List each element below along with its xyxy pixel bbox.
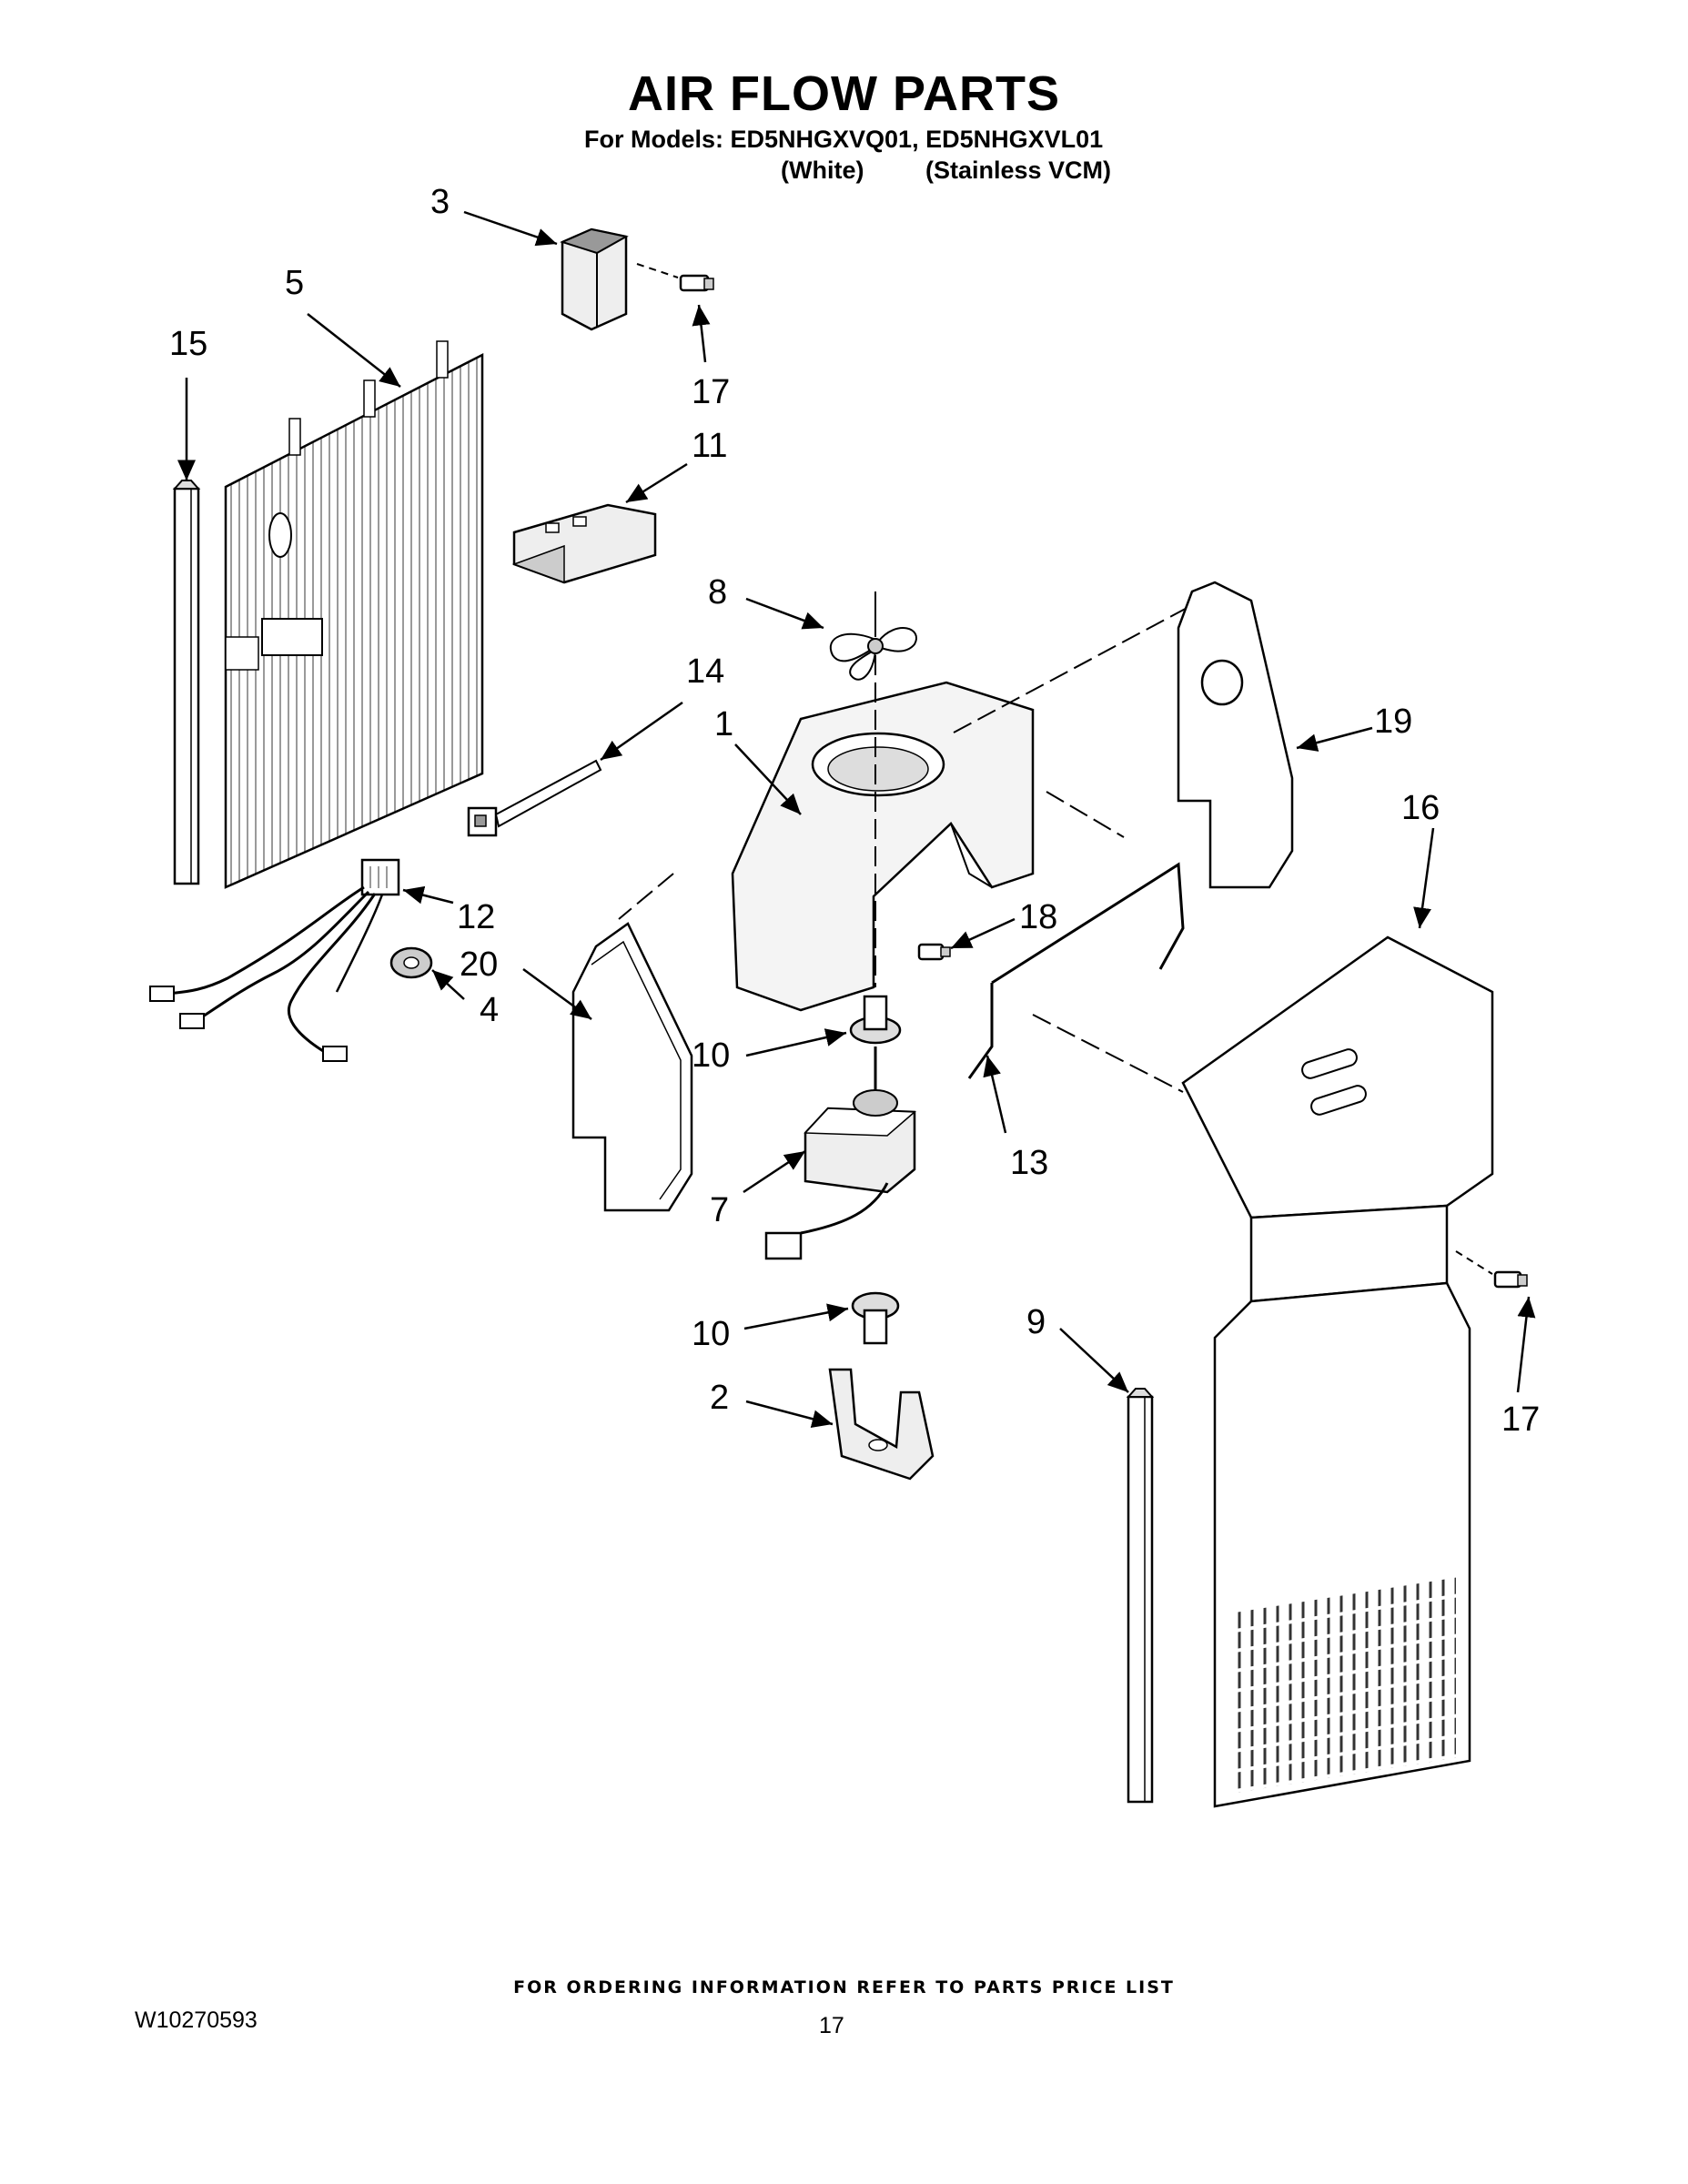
callout-8: 8 <box>708 573 727 612</box>
part-11-bracket <box>511 503 657 584</box>
part-17-screw-right <box>1455 1250 1528 1289</box>
part-17-screw-top <box>636 263 714 292</box>
callout-2: 2 <box>710 1379 729 1417</box>
variant-stainless: (Stainless VCM) <box>925 157 1112 184</box>
part-20-left-baffle <box>571 922 693 1212</box>
leader-lines <box>177 210 1536 1428</box>
variant-white: (White) <box>781 157 864 184</box>
part-1-fan-housing <box>731 681 1035 1012</box>
callout-11: 11 <box>692 427 727 465</box>
callout-9: 9 <box>1026 1303 1046 1341</box>
callout-17-top: 17 <box>692 373 730 411</box>
callout-numbers: 3 17 5 15 11 8 14 1 19 16 18 12 20 4 10 … <box>169 183 1540 1439</box>
callout-14: 14 <box>686 652 724 691</box>
part-8-fan-blade <box>829 627 917 681</box>
part-10-bushing-upper <box>849 995 902 1092</box>
part-12-wire-harness <box>149 858 400 1062</box>
part-5-rear-panel <box>224 340 484 889</box>
callout-19: 19 <box>1374 703 1412 741</box>
page-number: 17 <box>819 2013 844 2038</box>
ordering-info-note: FOR ORDERING INFORMATION REFER TO PARTS … <box>513 1977 1175 1997</box>
callout-13: 13 <box>1010 1144 1048 1182</box>
callout-10-lower: 10 <box>692 1315 730 1353</box>
callout-17-right: 17 <box>1501 1400 1540 1439</box>
callout-1: 1 <box>714 705 733 743</box>
callout-15: 15 <box>169 325 207 363</box>
callout-18: 18 <box>1019 898 1057 936</box>
callout-20: 20 <box>460 945 498 984</box>
callout-10-upper: 10 <box>692 1036 730 1075</box>
models-line: For Models: ED5NHGXVQ01, ED5NHGXVL01 <box>584 126 1104 153</box>
callout-3: 3 <box>430 183 450 221</box>
part-3-bracket <box>560 228 629 331</box>
part-19-right-baffle <box>1177 581 1294 889</box>
assembly-center-lines <box>618 592 1193 1093</box>
document-number: W10270593 <box>135 2007 258 2033</box>
part-7-fan-motor <box>764 1089 916 1260</box>
part-15-gasket-strip <box>172 480 201 885</box>
part-16-evaporator-cover <box>1181 935 1494 1808</box>
callout-4: 4 <box>480 991 499 1029</box>
page-title: AIR FLOW PARTS <box>628 66 1060 121</box>
part-10-bushing-lower <box>851 1291 900 1345</box>
callout-5: 5 <box>285 264 304 302</box>
part-14-cable-tie <box>467 759 602 837</box>
callout-12: 12 <box>457 898 495 936</box>
part-9-gasket-strip <box>1126 1388 1155 1804</box>
callout-16: 16 <box>1401 789 1440 827</box>
part-18-screw <box>917 943 951 961</box>
part-4-grommet <box>389 946 433 979</box>
callout-7: 7 <box>710 1191 729 1229</box>
part-13-wire-retainer <box>967 862 1185 1079</box>
part-2-motor-bracket <box>828 1368 935 1481</box>
